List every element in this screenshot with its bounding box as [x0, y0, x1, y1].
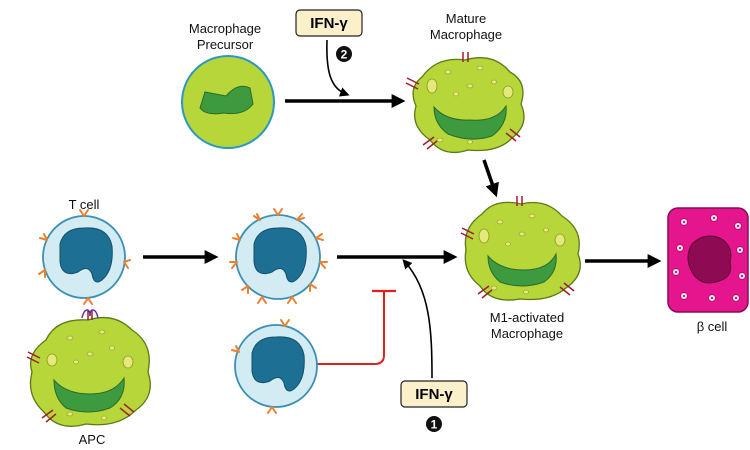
t-cell-activated: [229, 208, 328, 304]
tcr-receptors: [38, 209, 131, 305]
beta-cell-label: β cell: [697, 319, 728, 334]
m1-activated-macrophage: [460, 196, 581, 301]
apc-nucleus: [53, 376, 125, 413]
step-1-number: 1: [431, 418, 438, 432]
m1-vacuole: [478, 228, 490, 244]
apc-cell: [26, 309, 151, 427]
ifn-curved-arrow-1: [402, 259, 433, 379]
precursor-nucleus: [199, 85, 254, 115]
mhc-receptors: [405, 52, 521, 150]
regulatory-t-cell-nucleus: [251, 336, 305, 392]
mature-macrophage-label-line2: Macrophage: [430, 27, 502, 42]
m1-macrophage-label-line2: Macrophage: [491, 326, 563, 341]
t-cell-label: T cell: [69, 197, 100, 212]
tcr-receptors: [231, 319, 290, 414]
mhc-receptors: [26, 351, 135, 423]
apc-vacuole: [46, 353, 58, 367]
ifn-gamma-label-1: IFN-γ: [415, 386, 453, 403]
inhibition-line: [316, 292, 385, 365]
t-cell-regulatory: [231, 319, 318, 414]
beta-cell: [667, 207, 749, 313]
m1-vacuole: [554, 233, 566, 247]
granule-cores: [675, 217, 743, 299]
ifn-gamma-box-2: IFN-γ: [295, 9, 363, 37]
apc-label: APC: [79, 432, 106, 447]
mature-macrophage: [405, 52, 525, 154]
macrophage-precursor-label-line1: Macrophage: [189, 21, 261, 36]
t-cell-naive: [38, 209, 131, 305]
arrow-mature-to-m1: [482, 159, 499, 198]
mature-nucleus: [433, 104, 507, 140]
beta-cell-nucleus: [687, 235, 732, 284]
tcr-receptors: [229, 208, 328, 304]
step-1-badge: 1: [426, 416, 442, 432]
mhc-receptors: [460, 196, 575, 299]
macrophage-precursor-label-line2: Precursor: [197, 37, 254, 52]
t-cell-nucleus: [59, 227, 113, 283]
m1-nucleus: [487, 252, 557, 287]
mature-macrophage-label-line1: Mature: [446, 11, 486, 26]
apc-vacuole: [122, 355, 134, 369]
macrophage-precursor: [181, 55, 275, 149]
step-2-number: 2: [341, 48, 348, 62]
m1-macrophage-label-line1: M1-activated: [490, 310, 564, 325]
mature-vacuole: [502, 85, 514, 99]
activated-t-cell-nucleus: [253, 227, 307, 283]
mature-vacuole: [426, 78, 438, 94]
mhc-tcr-interaction: [81, 309, 99, 320]
ifn-gamma-box-1: IFN-γ: [400, 380, 468, 408]
ifn-curved-arrow-2: [326, 39, 350, 97]
step-2-badge: 2: [336, 46, 352, 62]
ifn-gamma-label-2: IFN-γ: [310, 15, 348, 32]
